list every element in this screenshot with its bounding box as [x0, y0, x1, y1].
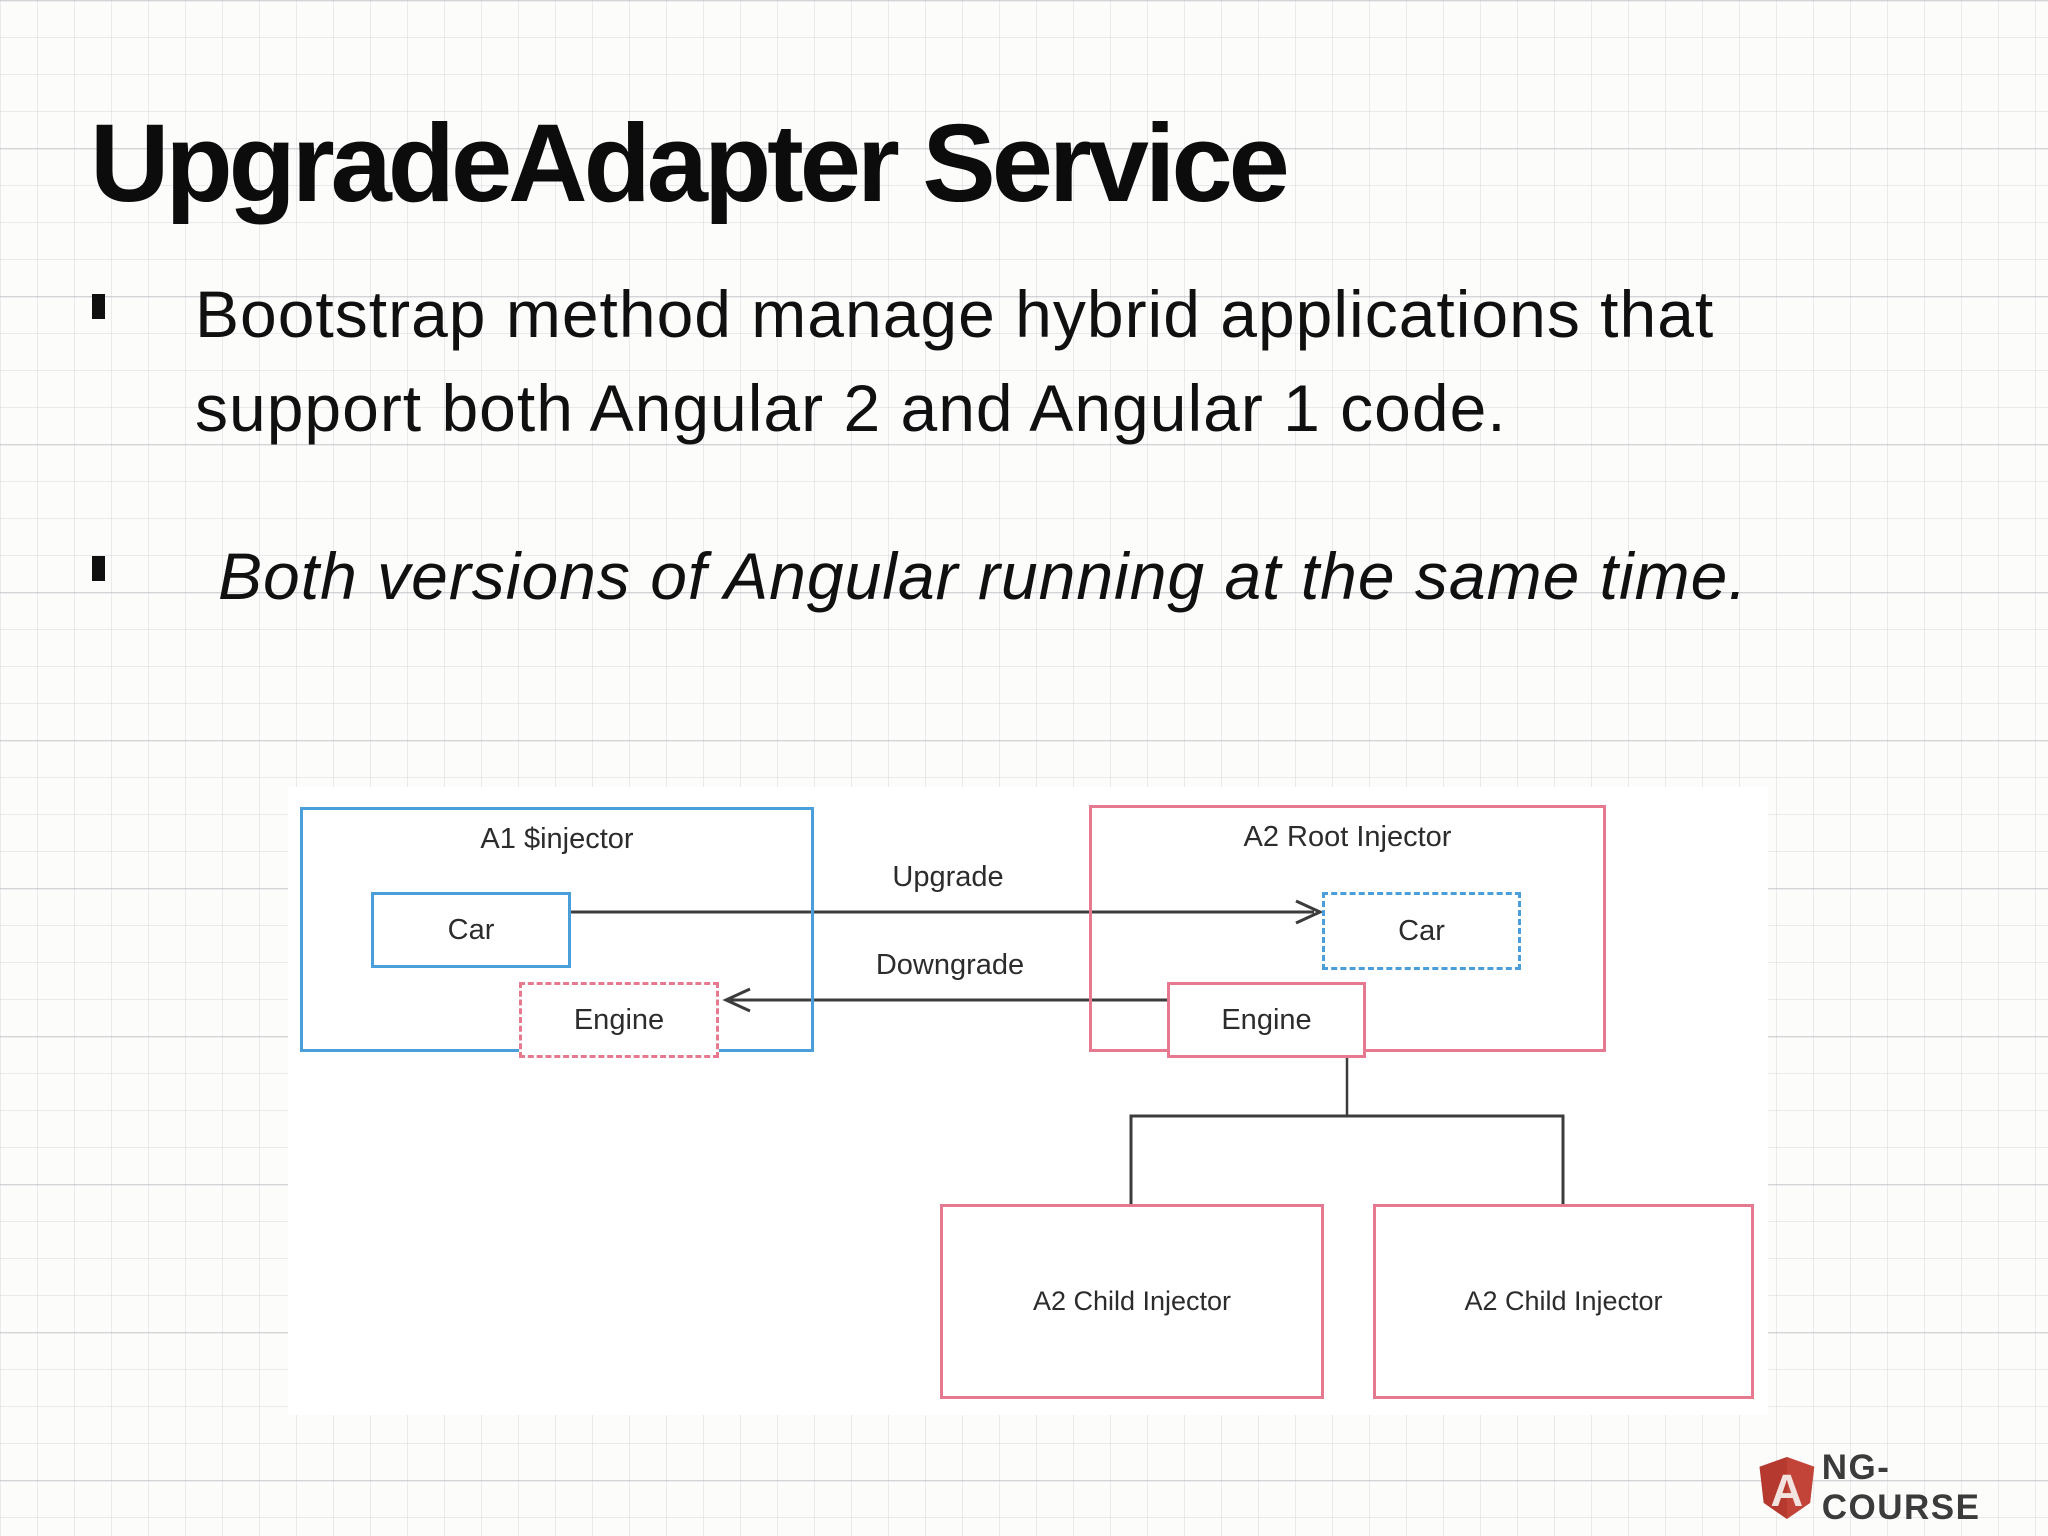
page-title: UpgradeAdapter Service [90, 101, 1290, 225]
upgrade-label: Upgrade [892, 861, 1004, 893]
a2-car-box: Car [1322, 892, 1521, 970]
brand-text: NG-COURSE [1821, 1448, 1981, 1527]
bullet-text: Both versions of Angular running at the … [218, 539, 1748, 613]
downgrade-label: Downgrade [875, 949, 1025, 981]
a2-child-injector-box: A2 Child Injector [1373, 1204, 1754, 1399]
square-bullet-icon [92, 294, 105, 319]
angular-shield-icon: A [1759, 1456, 1815, 1520]
a2-child-injector-box: A2 Child Injector [940, 1204, 1324, 1399]
downgrade-arrow [722, 987, 1167, 1013]
upgrade-arrow [571, 899, 1324, 925]
svg-text:A: A [1771, 1465, 1804, 1516]
a1-injector-title: A1 $injector [480, 823, 634, 855]
a2-engine-box: Engine [1167, 982, 1366, 1058]
brand-logo: A NG-COURSE [1756, 1448, 2048, 1528]
injector-diagram: A1 $injector Car Engine A2 Root Injector… [288, 787, 1768, 1415]
a2-root-injector-title: A2 Root Injector [1243, 821, 1452, 853]
tree-connector [1129, 1052, 1565, 1204]
bullet-item: Bootstrap method manage hybrid applicati… [90, 268, 1970, 455]
a1-engine-box: Engine [519, 982, 719, 1058]
square-bullet-icon [92, 556, 105, 581]
connector-lines [571, 899, 1565, 1204]
bullet-text: Bootstrap method manage hybrid applicati… [195, 277, 1715, 445]
bullet-item: Both versions of Angular running at the … [90, 530, 1970, 624]
a1-car-box: Car [371, 892, 571, 968]
